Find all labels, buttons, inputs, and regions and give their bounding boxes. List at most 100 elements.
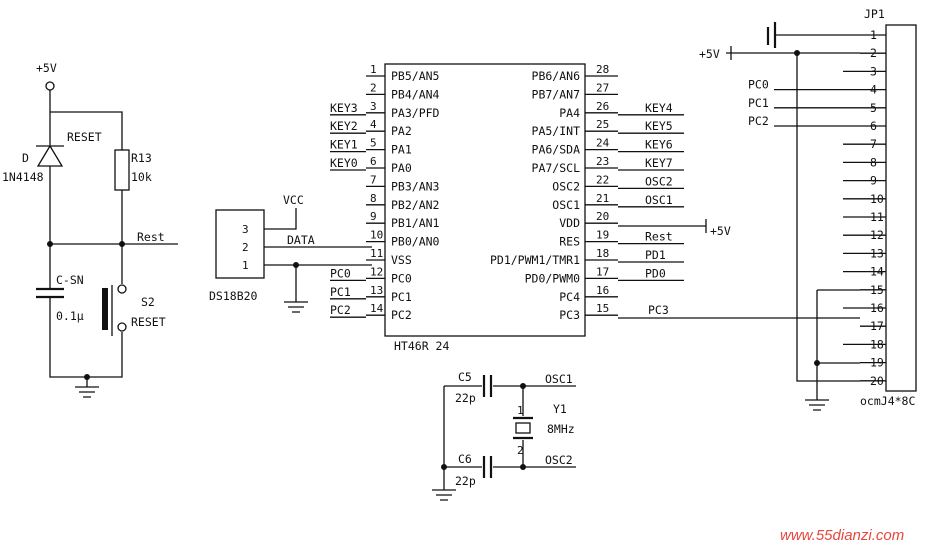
- crystal-pin-1: 1: [517, 404, 524, 417]
- mcu-pin-number: 14: [370, 302, 384, 315]
- connector-pin-number: 5: [870, 101, 877, 115]
- osc2-net-label: OSC2: [545, 453, 573, 467]
- mcu-pin-name: PB7/AN7: [532, 87, 581, 101]
- mcu-pin-name: PA7/SCL: [532, 161, 581, 175]
- connector-pin-number: 15: [870, 283, 884, 297]
- sensor-pin-number: 2: [242, 241, 249, 254]
- mcu-pin-number: 24: [596, 137, 610, 150]
- jp-cap-symbol: [766, 22, 777, 48]
- c5-symbol: [482, 375, 493, 397]
- connector-pin-number: 11: [870, 210, 884, 224]
- reset-vcc-label: +5V: [36, 61, 57, 75]
- connector-net-label: PC2: [748, 114, 769, 128]
- mcu-net-label: PD0: [645, 266, 666, 280]
- mcu-pin-name: PB4/AN4: [391, 87, 440, 101]
- connector-pin-number: 9: [870, 174, 877, 188]
- mcu-pin-number: 20: [596, 210, 609, 223]
- diode-ref: D: [22, 151, 29, 165]
- connector-pin-number: 4: [870, 83, 877, 97]
- mcu-pin-name: PB1/AN1: [391, 216, 440, 230]
- c6-ref: C6: [458, 452, 472, 466]
- mcu-pin-number: 2: [370, 81, 377, 94]
- cap-value: 0.1μ: [56, 309, 84, 323]
- jp-5v-wire: [726, 46, 860, 60]
- connector-pin-number: 18: [870, 337, 884, 351]
- mcu-pin-name: PB5/AN5: [391, 69, 439, 83]
- watermark: www.55dianzi.com: [780, 527, 904, 544]
- connector-jp1: JP1 1234PC05PC16PC2789101112131415161718…: [699, 7, 917, 411]
- mcu-net-label: PD1: [645, 248, 666, 262]
- mcu-pin-name: PD1/PWM1/TMR1: [490, 253, 580, 267]
- jp-gnd-wire: [816, 289, 860, 400]
- connector-net-label: PC1: [748, 96, 769, 110]
- capacitor-symbol: [36, 287, 64, 299]
- mcu-pin-name: PA4: [559, 106, 580, 120]
- connector-pin-number: 7: [870, 137, 877, 151]
- c5-value: 22p: [455, 391, 476, 405]
- connector-pin-number: 3: [870, 64, 877, 78]
- connector-pin-number: 19: [870, 356, 884, 370]
- mcu-net-label: KEY1: [330, 138, 358, 152]
- mcu-net-label: KEY0: [330, 156, 358, 170]
- mcu-net-label: KEY6: [645, 138, 673, 152]
- mcu-pin-number: 1: [370, 63, 377, 76]
- mcu-pin-name: PB2/AN2: [391, 198, 439, 212]
- mcu-pin-name: VDD: [559, 216, 580, 230]
- ground-icon: [284, 265, 308, 313]
- mcu-pin-number: 8: [370, 192, 377, 205]
- vcc-terminal: [45, 81, 55, 91]
- mcu-net-label: KEY4: [645, 101, 673, 115]
- ground-icon: [805, 399, 829, 411]
- mcu-pin-name: PB6/AN6: [532, 69, 581, 83]
- mcu-pin-name: PA6/SDA: [532, 143, 581, 157]
- sensor-part: DS18B20: [209, 289, 258, 303]
- c5-ref: C5: [458, 370, 472, 384]
- connector-pin-number: 2: [870, 46, 877, 60]
- mcu-pin-name: PD0/PWM0: [525, 271, 580, 285]
- connector-body: [885, 24, 917, 392]
- jp-vcc-label: +5V: [699, 47, 720, 61]
- mcu-net-label: PC0: [330, 266, 351, 280]
- vdd-net-label: +5V: [710, 224, 731, 238]
- mcu-pin-number: 21: [596, 192, 609, 205]
- sensor-vcc-label: VCC: [283, 193, 304, 207]
- mcu-net-label: OSC2: [645, 174, 673, 188]
- switch-label: RESET: [131, 315, 166, 329]
- switch-ref: S2: [141, 295, 155, 309]
- resistor-symbol: [114, 149, 130, 191]
- mcu-pin-name: PC3: [559, 308, 580, 322]
- sensor-pin-number: 3: [242, 223, 249, 236]
- mcu-pin-number: 11: [370, 247, 383, 260]
- rest-net-label: Rest: [137, 230, 165, 244]
- mcu-pin-name: PC1: [391, 290, 412, 304]
- mcu-body: [384, 63, 586, 337]
- connector-part: ocmJ4*8C: [860, 394, 915, 408]
- junction-dot: [441, 464, 447, 470]
- mcu-pin-number: 6: [370, 155, 377, 168]
- mcu-net-label: PC3: [648, 303, 669, 317]
- osc-left-wires: [443, 385, 482, 490]
- diode-part: 1N4148: [2, 170, 44, 184]
- mcu-net-label: KEY7: [645, 156, 673, 170]
- mcu-net-label: KEY5: [645, 119, 673, 133]
- connector-pin-number: 16: [870, 301, 884, 315]
- osc-right-wires: [493, 385, 576, 468]
- mcu-pin-number: 23: [596, 155, 609, 168]
- mcu-net-label: KEY2: [330, 119, 358, 133]
- mcu-pin-number: 7: [370, 173, 377, 186]
- mcu-pin-name: OSC2: [552, 179, 580, 193]
- mcu-pin-name: PA2: [391, 124, 412, 138]
- mcu-pin-name: PA5/INT: [532, 124, 581, 138]
- resistor-value: 10k: [131, 170, 152, 184]
- reset-switch-symbol: [102, 284, 127, 336]
- mcu-pin-number: 9: [370, 210, 377, 223]
- crystal-ref: Y1: [553, 402, 567, 416]
- connector-pin-number: 17: [870, 319, 884, 333]
- mcu-pin-number: 27: [596, 81, 609, 94]
- connector-pin-number: 13: [870, 246, 884, 260]
- connector-ref: JP1: [864, 7, 885, 21]
- mcu-pin-name: PC2: [391, 308, 412, 322]
- connector-pin-number: 12: [870, 228, 884, 242]
